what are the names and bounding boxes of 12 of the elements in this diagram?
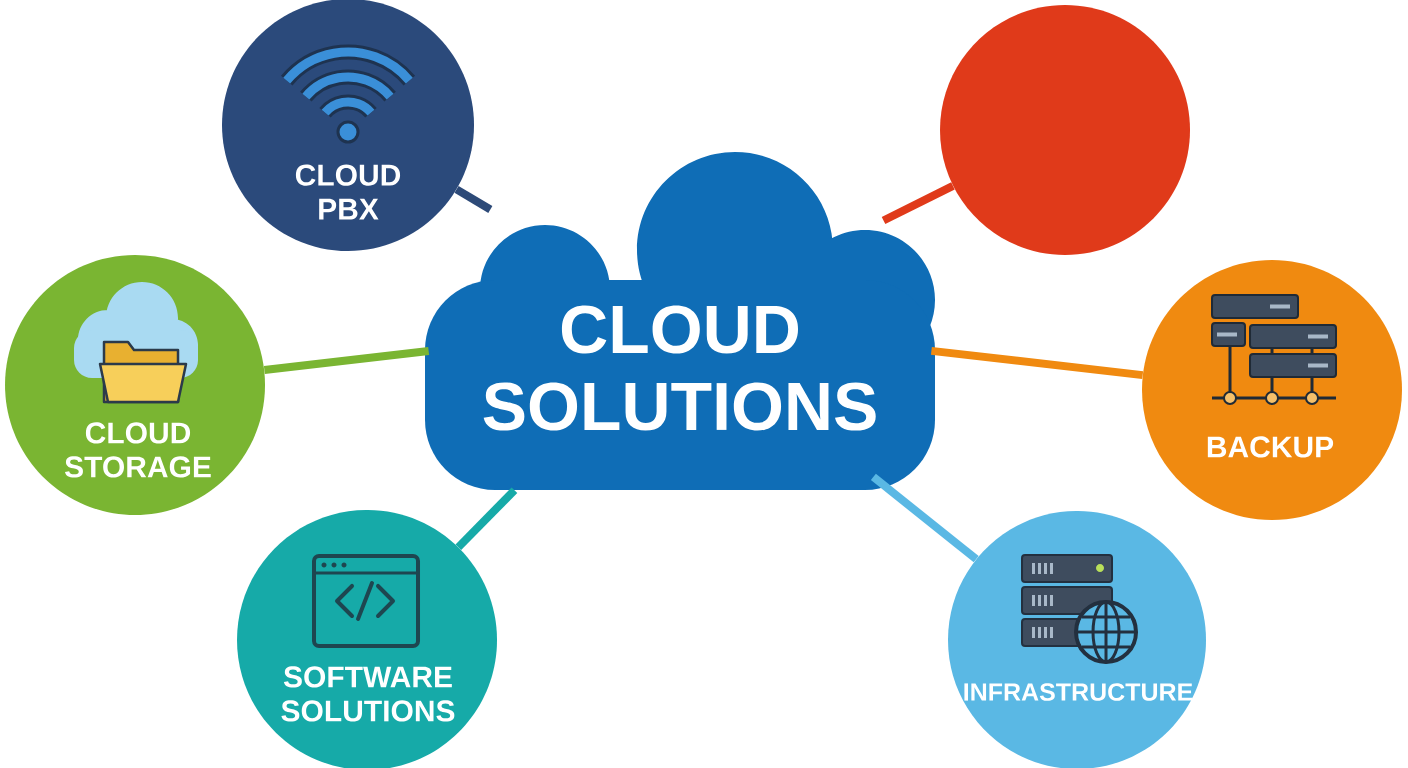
connector-line xyxy=(263,347,430,375)
node-label: CLOUD PBX xyxy=(295,164,401,220)
node-label: INFRASTRUCTURE xyxy=(964,683,1193,701)
node-label: CLOUD STORAGE xyxy=(64,422,211,478)
connector-line xyxy=(930,346,1144,380)
circle-node xyxy=(940,5,1190,255)
connector-line xyxy=(870,473,979,563)
node-label: SOFTWARE SOLUTIONS xyxy=(281,666,455,722)
node-label: BACKUP xyxy=(1207,436,1334,458)
connector-line xyxy=(881,182,955,225)
connector-line xyxy=(455,487,518,550)
connector-line xyxy=(454,185,493,213)
